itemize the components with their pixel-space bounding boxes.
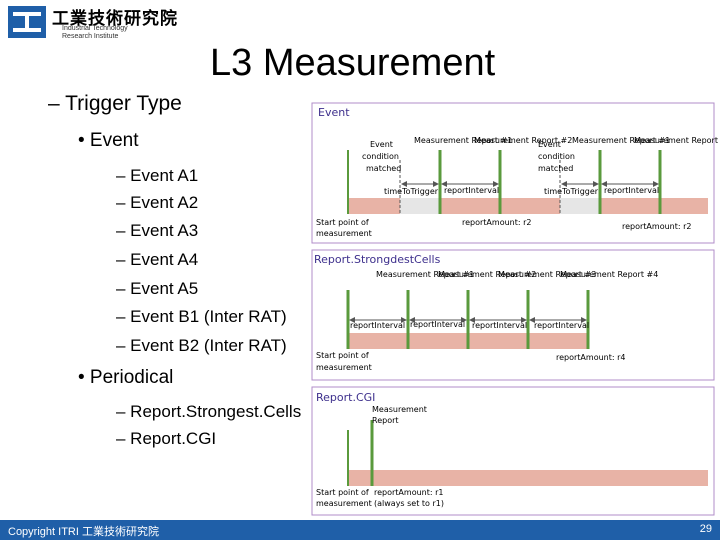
svg-text:Measurement Report #3: Measurement Report #3 xyxy=(498,270,596,279)
itri-logo: 工業技術研究院 Industrial Technology Research I… xyxy=(8,4,208,40)
event-panel-label: Event xyxy=(318,106,350,119)
footer-bar: Copyright ITRI 工業技術研究院 29 xyxy=(0,520,720,540)
svg-text:Measurement Report #1: Measurement Report #1 xyxy=(414,136,512,145)
event-a3: – Event A3 xyxy=(116,221,199,240)
svg-text:reportInterval: reportInterval xyxy=(444,186,499,195)
svg-text:Measurement Report #1: Measurement Report #1 xyxy=(376,270,474,279)
report-strongest-cells: – Report.Strongest.Cells xyxy=(116,402,302,421)
svg-text:Start point of: Start point of xyxy=(316,218,369,227)
svg-text:Event: Event xyxy=(370,140,393,149)
svg-text:reportAmount: r2: reportAmount: r2 xyxy=(462,218,532,227)
svg-text:Measurement: Measurement xyxy=(372,405,427,414)
svg-text:matched: matched xyxy=(538,164,573,173)
event-bullet: • Event xyxy=(78,130,139,151)
event-a2: – Event A2 xyxy=(116,193,199,212)
logo-name: 工業技術研究院 xyxy=(52,9,178,29)
svg-text:reportAmount: r1: reportAmount: r1 xyxy=(374,488,444,497)
strongest-cells-panel-label: Report.StrongdestCells xyxy=(314,253,441,266)
strongest-cells-panel xyxy=(311,249,715,381)
svg-text:Event: Event xyxy=(538,140,561,149)
copyright: Copyright ITRI 工業技術研究院 xyxy=(8,526,159,538)
periodical-bullet: • Periodical xyxy=(78,367,174,388)
svg-text:Measurement Report #2: Measurement Report #2 xyxy=(474,136,572,145)
svg-text:reportInterval: reportInterval xyxy=(472,321,527,330)
svg-text:reportInterval: reportInterval xyxy=(410,320,465,329)
svg-text:reportAmount: r2: reportAmount: r2 xyxy=(622,222,692,231)
event-a1: – Event A1 xyxy=(116,166,199,185)
page-number: 29 xyxy=(699,523,712,535)
svg-text:measurement: measurement xyxy=(316,363,372,372)
svg-text:timeToTrigger: timeToTrigger xyxy=(384,187,439,196)
logo-subtitle-2: Research Institute xyxy=(62,33,119,40)
report-cgi: – Report.CGI xyxy=(116,429,217,448)
svg-text:timeToTrigger: timeToTrigger xyxy=(544,187,599,196)
svg-text:Start point of: Start point of xyxy=(316,351,369,360)
cgi-panel xyxy=(311,386,715,516)
itri-logo-icon xyxy=(8,6,46,38)
svg-text:reportInterval: reportInterval xyxy=(534,321,589,330)
cgi-timeline xyxy=(348,470,708,486)
svg-text:Measurement Report #4: Measurement Report #4 xyxy=(560,270,658,279)
logo-subtitle-1: Industrial Technology xyxy=(62,25,128,32)
event-b2: – Event B2 (Inter RAT) xyxy=(116,336,287,355)
svg-text:Measurement Report #2: Measurement Report #2 xyxy=(438,270,536,279)
measurement-diagram: Event Event condition matched Measuremen… xyxy=(311,102,720,516)
svg-text:reportAmount: r4: reportAmount: r4 xyxy=(556,353,626,362)
svg-text:reportInterval: reportInterval xyxy=(604,186,659,195)
svg-text:measurement: measurement xyxy=(316,499,372,508)
svg-text:condition: condition xyxy=(362,152,399,161)
event-a4: – Event A4 xyxy=(116,250,199,269)
svg-text:Measurement Report #1: Measurement Report #1 xyxy=(572,136,670,145)
event-a5: – Event A5 xyxy=(116,279,199,298)
event-panel xyxy=(311,102,715,244)
cgi-panel-label: Report.CGI xyxy=(316,391,375,404)
svg-text:Start point of: Start point of xyxy=(316,488,369,497)
svg-text:reportInterval: reportInterval xyxy=(350,321,405,330)
slide-title: L3 Measurement xyxy=(210,42,496,84)
svg-text:measurement: measurement xyxy=(316,229,372,238)
svg-text:(always set to r1): (always set to r1) xyxy=(374,499,444,508)
svg-text:condition: condition xyxy=(538,152,575,161)
svg-text:Measurement Report #2: Measurement Report #2 xyxy=(634,136,720,145)
event-b1: – Event B1 (Inter RAT) xyxy=(116,307,287,326)
svg-text:matched: matched xyxy=(366,164,401,173)
svg-text:Report: Report xyxy=(372,416,399,425)
trigger-type-heading: – Trigger Type xyxy=(48,92,182,115)
